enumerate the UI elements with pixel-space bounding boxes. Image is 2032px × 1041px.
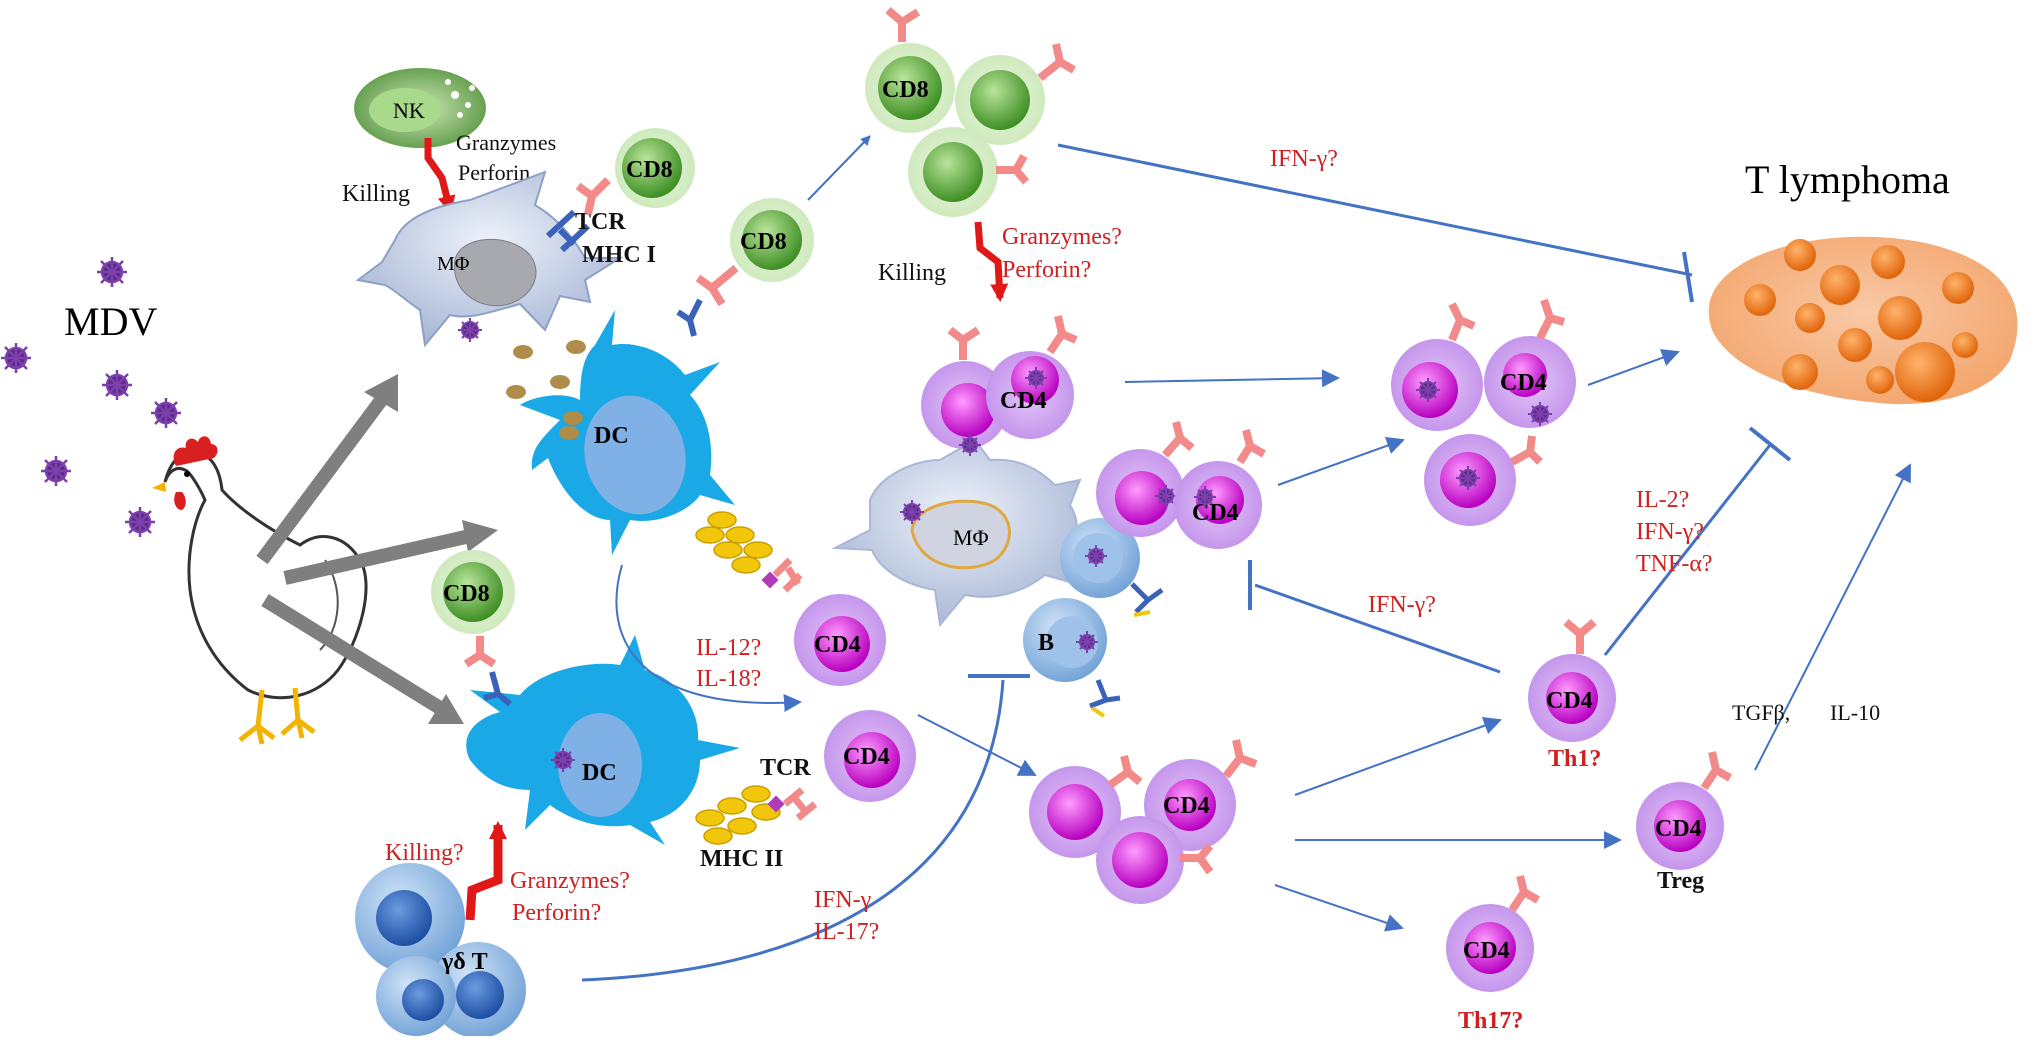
arrow-cd4-mid-right [1277, 436, 1405, 486]
arrow-treg-lymphoma [1754, 463, 1911, 771]
cd4-label: CD4 [1192, 500, 1239, 526]
curve-dc-to-cd4 [615, 564, 802, 712]
tcr-top-label: TCR [575, 209, 626, 235]
il10-label: IL-10 [1830, 700, 1880, 725]
dc-top: DC [520, 310, 735, 555]
granzymes-cd8-label: Granzymes? [1002, 224, 1122, 250]
gd-t-cells: γδ T [355, 863, 526, 1038]
infection-arrows [256, 374, 498, 724]
inhibition-bar-right [1748, 426, 1792, 462]
b-cells: B [1023, 518, 1164, 718]
cd8-label: CD8 [443, 581, 490, 607]
antigen-particles [506, 340, 586, 440]
arrow-to-th17 [1274, 884, 1404, 932]
il2-label: IL-2? [1636, 487, 1689, 513]
mphi-top-label: MΦ [437, 253, 470, 275]
mphi-mid-label: MΦ [953, 525, 989, 550]
cd4-dc-top: CD4 [794, 594, 886, 686]
dc-top-label: DC [594, 423, 629, 449]
killing-nk: Killing [342, 181, 410, 207]
tnf-label: TNF-α? [1636, 551, 1713, 577]
cd8-label: CD8 [626, 157, 673, 183]
cd8-cell-top-left: CD8 [575, 128, 695, 215]
inhibition-th1-cd4 [1254, 583, 1501, 674]
gd-t-label: γδ T [441, 949, 488, 975]
virus-particles [1, 257, 181, 537]
killing-bolt-gd [465, 821, 507, 921]
mhc-complex-top [695, 511, 803, 593]
macrophage-top: MΦ [355, 170, 624, 348]
cd4-group-right: CD4 [1391, 298, 1576, 526]
ifn-gd-label: IFN-γ [814, 887, 872, 913]
inhibition-cd8-lymphoma [1057, 143, 1693, 277]
cd4-label: CD4 [843, 744, 890, 770]
arrow-to-th1 [1294, 717, 1502, 796]
mhc-ii-label: MHC II [700, 846, 783, 872]
nk-cell: NK [354, 68, 486, 148]
tcr-bottom-label: TCR [760, 755, 811, 781]
cd4-treg: CD4 [1636, 751, 1732, 870]
macrophage-mid: MΦ [831, 438, 1083, 628]
cd8-cell-dc-top: CD8 [676, 198, 814, 337]
cd4-label: CD4 [1000, 388, 1047, 414]
perforin-nk: Perforin [458, 160, 530, 185]
cd4-dc-bottom: CD4 [824, 710, 916, 802]
arrow-cd4-to-lymphoma [1587, 349, 1680, 386]
th17-label: Th17? [1458, 1008, 1523, 1034]
nk-label: NK [393, 98, 425, 123]
cd4-cluster-top: CD4 [921, 315, 1078, 456]
cd4-cluster-mid: CD4 [1096, 421, 1266, 549]
inhibition-th1-lymphoma [1603, 444, 1772, 656]
perforin-cd8-label: Perforin? [1002, 257, 1091, 283]
il12-label: IL-12? [696, 635, 761, 661]
virus-label: MDV [64, 299, 157, 344]
tgfb-label: TGFβ, [1732, 700, 1790, 725]
cd4-cluster-bottom: CD4 [1029, 739, 1258, 904]
cd4-label: CD4 [1655, 816, 1702, 842]
cd4-label: CD4 [1546, 688, 1593, 714]
th1-label: Th1? [1548, 746, 1601, 772]
mhc-i-label: MHC I [582, 242, 656, 268]
arrow-cd8-expansion [807, 135, 871, 201]
mhc-i-receptor [545, 209, 591, 253]
cd8-label: CD8 [740, 229, 787, 255]
dc-bottom: DC [466, 635, 740, 845]
killing-bolt-nk [424, 138, 456, 214]
t-lymphoma-mass [1708, 236, 2018, 405]
cd8-cluster: CD8 [865, 6, 1076, 217]
cd8-cell-dc-bottom: CD8 [431, 550, 515, 707]
arrow-cd4-cluster-right [1124, 369, 1340, 388]
cd4-label: CD4 [814, 632, 861, 658]
ifn-mid-label: IFN-γ? [1368, 592, 1436, 618]
inhibition-bar-top [1682, 251, 1694, 303]
killing-gd-label: Killing? [385, 840, 464, 866]
chicken-icon [152, 436, 368, 745]
curve-gd-inhibition [581, 679, 1005, 982]
cd4-th1: CD4 [1528, 618, 1616, 742]
cd4-label: CD4 [1463, 938, 1510, 964]
ifn-top-label: IFN-γ? [1270, 146, 1338, 172]
cd4-label: CD4 [1500, 370, 1547, 396]
cd8-label: CD8 [882, 77, 929, 103]
killing-bolt-cd8 [974, 221, 1009, 302]
granzymes-gd-label: Granzymes? [510, 868, 630, 894]
cd4-th17: CD4 [1446, 875, 1540, 992]
cd4-label: CD4 [1163, 793, 1210, 819]
treg-label: Treg [1657, 868, 1704, 894]
mhc-ii-complex [695, 785, 818, 845]
arrow-dc-to-cd4-bottom [917, 714, 1037, 776]
il18-label: IL-18? [696, 666, 761, 692]
il17-label: IL-17? [814, 919, 879, 945]
perforin-gd-label: Perforin? [512, 900, 601, 926]
granzymes-nk: Granzymes [456, 130, 556, 155]
dc-bottom-label: DC [582, 760, 617, 786]
killing-cd8-label: Killing [878, 260, 946, 286]
ifn-right-label: IFN-γ? [1636, 519, 1704, 545]
lymphoma-title: T lymphoma [1745, 157, 1950, 202]
b-cell-label: B [1038, 630, 1054, 656]
